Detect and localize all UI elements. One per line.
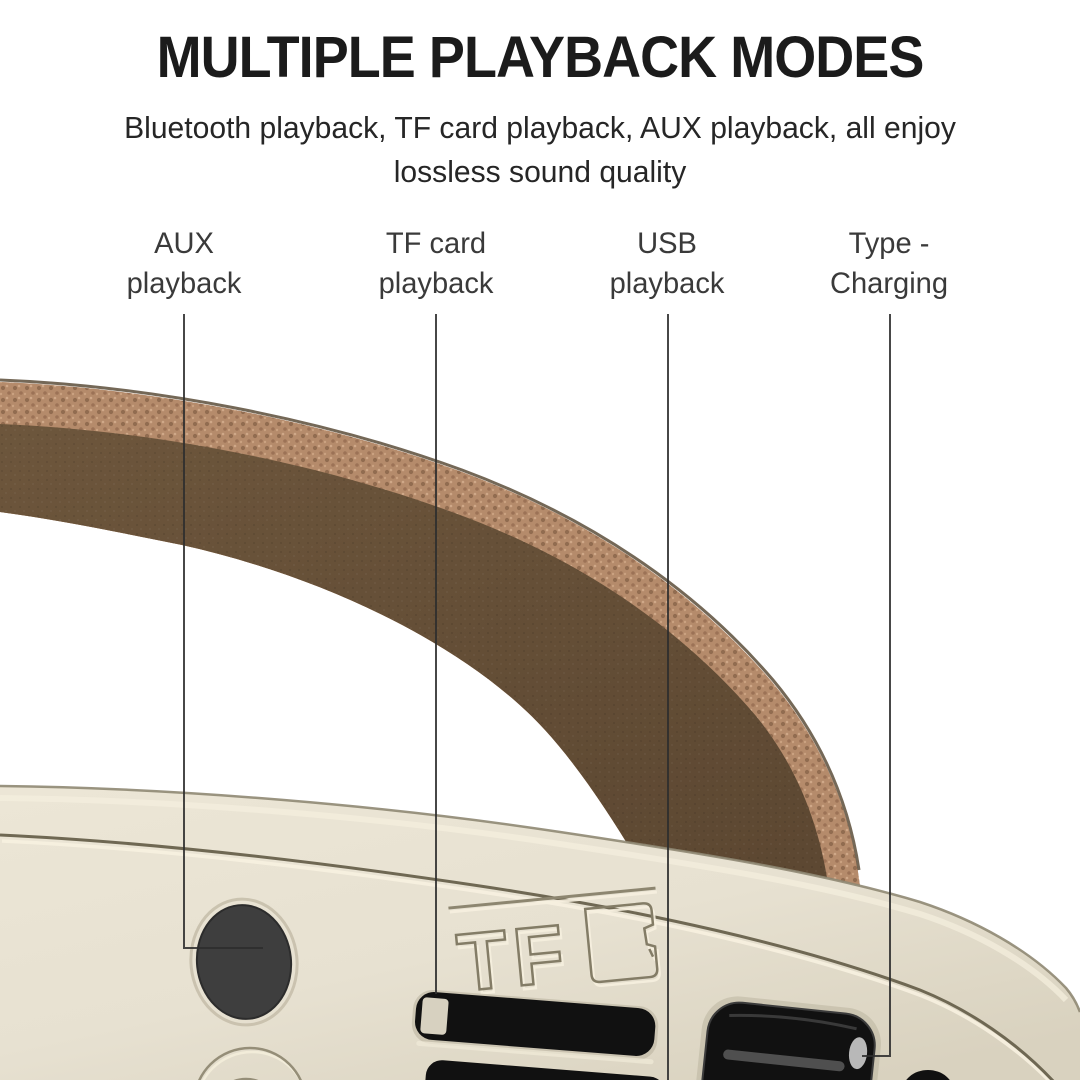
leader-type-c	[862, 314, 891, 1057]
speaker-groove-highlight	[1, 839, 1051, 1080]
tf-card-slot	[411, 989, 659, 1065]
type-c-inner-tongue	[723, 1049, 845, 1072]
type-c-port	[696, 996, 881, 1080]
bottom-slot-opening	[424, 1060, 666, 1080]
speaker-body-chamfer-highlight	[0, 795, 1069, 1003]
tf-logo-topline-dark	[448, 886, 656, 910]
callout-type-c-charging: Type - Charging	[782, 224, 995, 304]
bottom-slot	[424, 1060, 666, 1080]
type-c-top-reflection	[729, 1013, 857, 1031]
tf-slot-bottom-highlight	[416, 1040, 654, 1065]
aux-port-recess-ring	[189, 897, 299, 1027]
callout-usb-line1: USB	[637, 227, 697, 260]
callout-usb-playback: USB playback	[560, 224, 773, 304]
tf-card-icon-dark	[583, 902, 659, 984]
leather-strap	[0, 378, 863, 972]
subtitle-line-2: lossless sound quality	[393, 154, 687, 189]
page-subtitle: Bluetooth playback, TF card playback, AU…	[16, 106, 1064, 194]
type-c-glint	[848, 1037, 868, 1070]
callout-aux-playback: AUX playback	[77, 224, 290, 304]
callout-tf-card-playback: TF card playback	[329, 224, 542, 304]
subtitle-line-1: Bluetooth playback, TF card playback, AU…	[124, 110, 956, 145]
strap-top-edge-line	[0, 378, 861, 871]
callout-tf-line2: playback	[378, 267, 494, 300]
speaker-body-edge	[0, 784, 1080, 1013]
tf-logo-topline	[449, 890, 658, 914]
strap-leather-grain	[0, 424, 832, 972]
aux-port-hole	[195, 904, 293, 1020]
speaker-groove-line	[0, 833, 1055, 1080]
small-port	[906, 1070, 950, 1080]
callout-aux-line2: playback	[126, 267, 242, 300]
speaker-body: TF TF	[0, 784, 1080, 1080]
page-title: MULTIPLE PLAYBACK MODES	[156, 25, 925, 90]
tf-slot-opening	[415, 992, 656, 1056]
callout-typec-line2: Charging	[829, 267, 949, 300]
leader-lines	[183, 314, 891, 1080]
callout-tf-line1: TF card	[385, 227, 487, 260]
callout-aux-line1: AUX	[154, 227, 214, 260]
tf-slot-spring-tab	[420, 997, 449, 1035]
callout-typec-line1: Type -	[848, 227, 930, 260]
knob-rings-engraving	[198, 1046, 302, 1080]
leader-aux	[183, 314, 263, 949]
aux-port	[189, 897, 299, 1027]
callout-usb-line2: playback	[609, 267, 725, 300]
